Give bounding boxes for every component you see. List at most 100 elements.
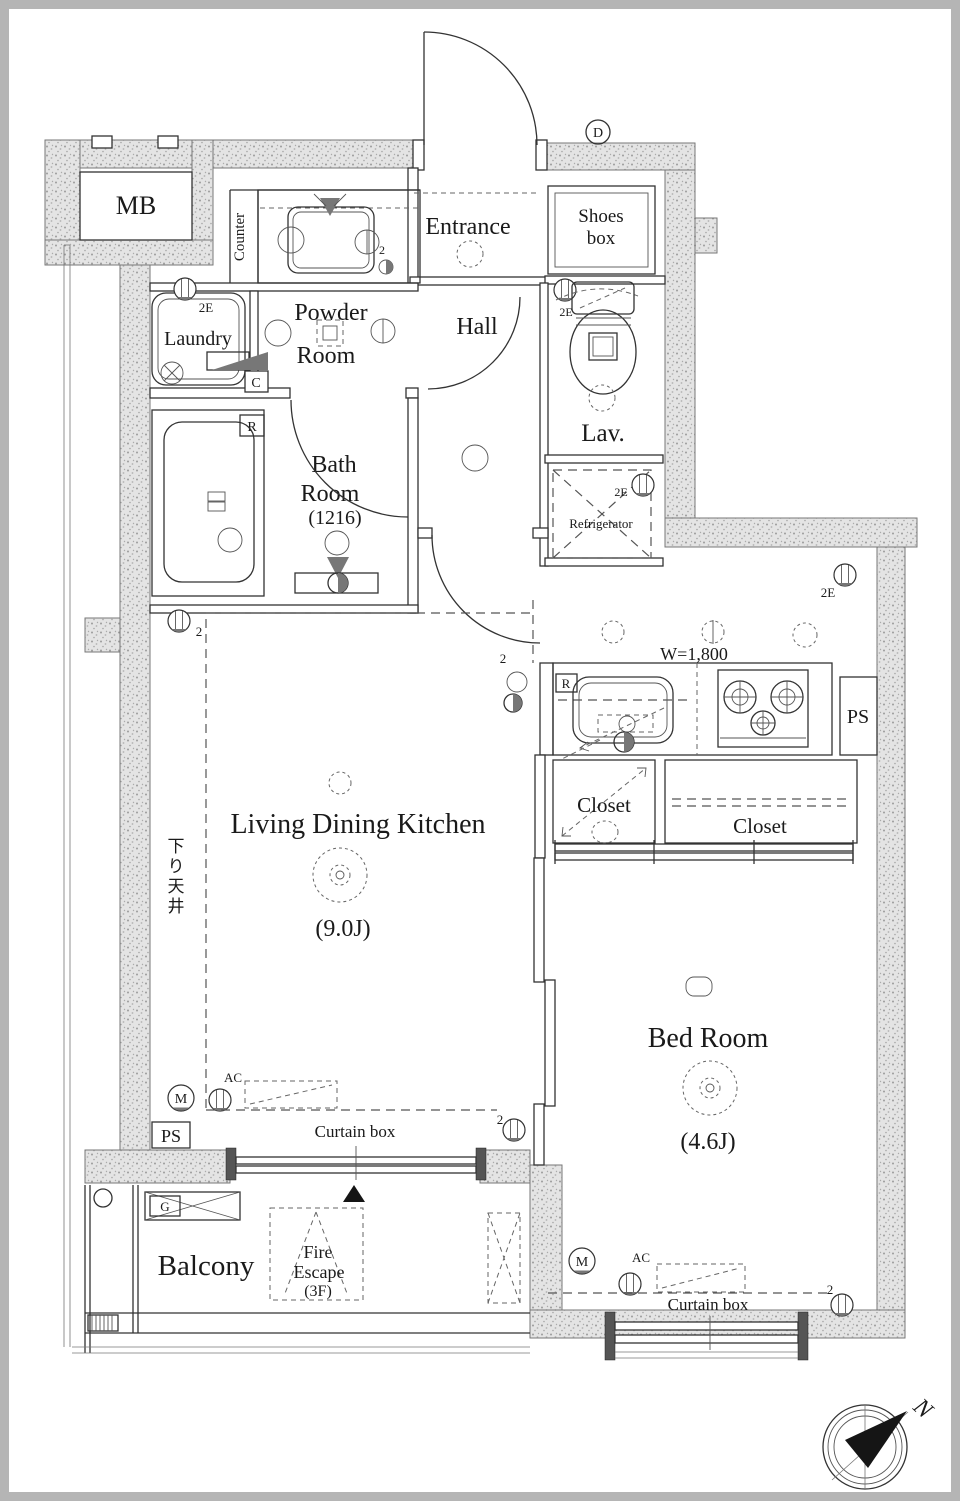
kitchen-switch-label: 2	[500, 651, 507, 666]
ac-ldk-label: AC	[224, 1070, 242, 1085]
lowered-ceiling-char-2: り	[168, 857, 185, 876]
bedroom-meter-label: M	[576, 1255, 589, 1270]
entrance-d-marker	[585, 119, 611, 145]
exterior-walls	[44, 139, 918, 1339]
cold-tap-box	[244, 370, 269, 393]
lowered-ceiling-boundary	[205, 612, 533, 1108]
bedroom: Bed Room (4.6J) M AC Curtain box 2	[548, 976, 854, 1317]
fire-escape-label-1: Fire	[304, 1242, 333, 1262]
kitchen: W=1,800 2E R PS 2	[500, 563, 878, 763]
bedroom-window-outlet-icon	[830, 1293, 854, 1317]
bath-label-3: (1216)	[308, 507, 361, 529]
sink-remote-label: R	[562, 676, 571, 691]
bedroom-ceiling-rose	[682, 1060, 738, 1116]
bedroom-window-outlet-label: 2	[827, 1282, 834, 1297]
ldk-ceiling-rose	[312, 847, 368, 903]
ldk-window-outlet-icon	[502, 1118, 526, 1142]
hall-downlight	[461, 444, 489, 472]
closet-large-label: Closet	[733, 814, 787, 838]
ps-ldk-label: PS	[161, 1126, 181, 1146]
ldk-area: 2 下 り 天 井 Living Dining Kitchen (9.0J) M…	[151, 600, 534, 1149]
bath-label-2: Room	[301, 481, 360, 507]
fire-escape-hatch: Fire Escape (3F)	[269, 1185, 365, 1301]
water-heater: G	[144, 1191, 241, 1221]
washer-valve-icon	[212, 352, 268, 370]
kitchen-switch-icon-1	[506, 671, 528, 693]
laundry-tap-icon	[160, 361, 184, 385]
compass-needle-icon	[845, 1411, 907, 1468]
drain-pipe-icon	[93, 1188, 113, 1208]
laundry-outlet-icon	[173, 277, 197, 301]
bedroom-window	[604, 1311, 809, 1361]
refrigerator-space: 2E Refrigerator	[552, 469, 655, 559]
shower-icon	[327, 557, 349, 578]
bedroom-downlight	[685, 976, 713, 997]
ceiling-access-icon	[316, 319, 344, 347]
bath-downlight	[324, 530, 350, 556]
ldk-window	[225, 1146, 487, 1181]
powder-room: Powder Room	[264, 300, 396, 369]
refrigerator-label: Refrigerator	[569, 516, 633, 531]
powder-door-swing	[427, 296, 521, 390]
ldk-bottom-outlet-icon	[208, 1088, 232, 1112]
compass: N	[822, 1393, 939, 1490]
laundry-outlet-label: 2E	[199, 300, 214, 315]
kitchen-width-label: W=1,800	[660, 644, 728, 664]
ldk-door-swing	[431, 534, 541, 644]
stove	[717, 669, 809, 748]
doors	[290, 31, 541, 644]
entrance-area: Entrance D	[414, 119, 611, 268]
bedroom-label: Bed Room	[648, 1023, 769, 1054]
fridge-outlet-label: 2E	[614, 485, 627, 499]
ldk-top-outlet-icon	[167, 609, 191, 633]
lav-outlet-icon	[553, 278, 577, 302]
bath-door-swing	[290, 399, 409, 518]
kitchen-pendant-light	[701, 620, 725, 644]
toilet	[569, 281, 637, 412]
fire-escape-label-2: Escape	[294, 1262, 345, 1282]
shoes-box: Shoes box	[547, 185, 656, 275]
ldk-meter-label: M	[175, 1092, 188, 1107]
ldk-top-outlet-label: 2	[196, 624, 203, 639]
kitchen-sink	[572, 676, 674, 753]
ps-kitchen-label: PS	[847, 706, 869, 728]
entrance-d-label: D	[593, 126, 603, 141]
ac-bedroom-label: AC	[632, 1250, 650, 1265]
vanity-faucet-icon	[320, 198, 340, 216]
vanity-switch-label: 2	[379, 243, 385, 257]
entrance-label: Entrance	[425, 214, 510, 240]
counter-label: Counter	[232, 213, 248, 261]
ac-bedroom-box	[656, 1263, 746, 1293]
lav-door-swing	[555, 288, 639, 301]
lav-outlet-label: 2E	[559, 305, 572, 319]
outdoor-unit	[487, 1212, 521, 1304]
closet-small-label: Closet	[577, 793, 631, 817]
bath-room: R Bath Room (1216)	[151, 409, 379, 597]
kitchen-downlight-2	[792, 622, 818, 648]
front-door-swing	[423, 31, 538, 146]
ac-ldk-box	[244, 1080, 338, 1109]
balcony: G Balcony Fire Escape (3F)	[72, 1185, 530, 1354]
gas-meter-label: G	[160, 1199, 169, 1214]
hatch-marker-icon	[343, 1185, 365, 1202]
bath-remote-label: R	[247, 420, 257, 435]
shoes-box-label-1: Shoes	[578, 206, 623, 227]
fridge-outlet-icon	[631, 473, 655, 497]
lavatory: 2E Lav.	[553, 278, 639, 447]
site-boundary-lines	[63, 244, 71, 1347]
lowered-ceiling-char-1: 下	[168, 837, 185, 856]
lowered-ceiling-char-4: 井	[168, 897, 185, 916]
closets: Closet Closet	[552, 759, 858, 864]
laundry-label: Laundry	[164, 328, 232, 350]
lowered-ceiling-char-3: 天	[168, 877, 185, 896]
meter-box: MB	[79, 135, 193, 241]
ldk-downlight	[328, 771, 352, 795]
closet-large	[664, 759, 858, 844]
kitchen-downlight-1	[601, 620, 625, 644]
entrance-downlight	[456, 240, 484, 268]
bedroom-ac-outlet-icon	[618, 1272, 642, 1296]
ldk-size-label: (9.0J)	[315, 916, 370, 942]
